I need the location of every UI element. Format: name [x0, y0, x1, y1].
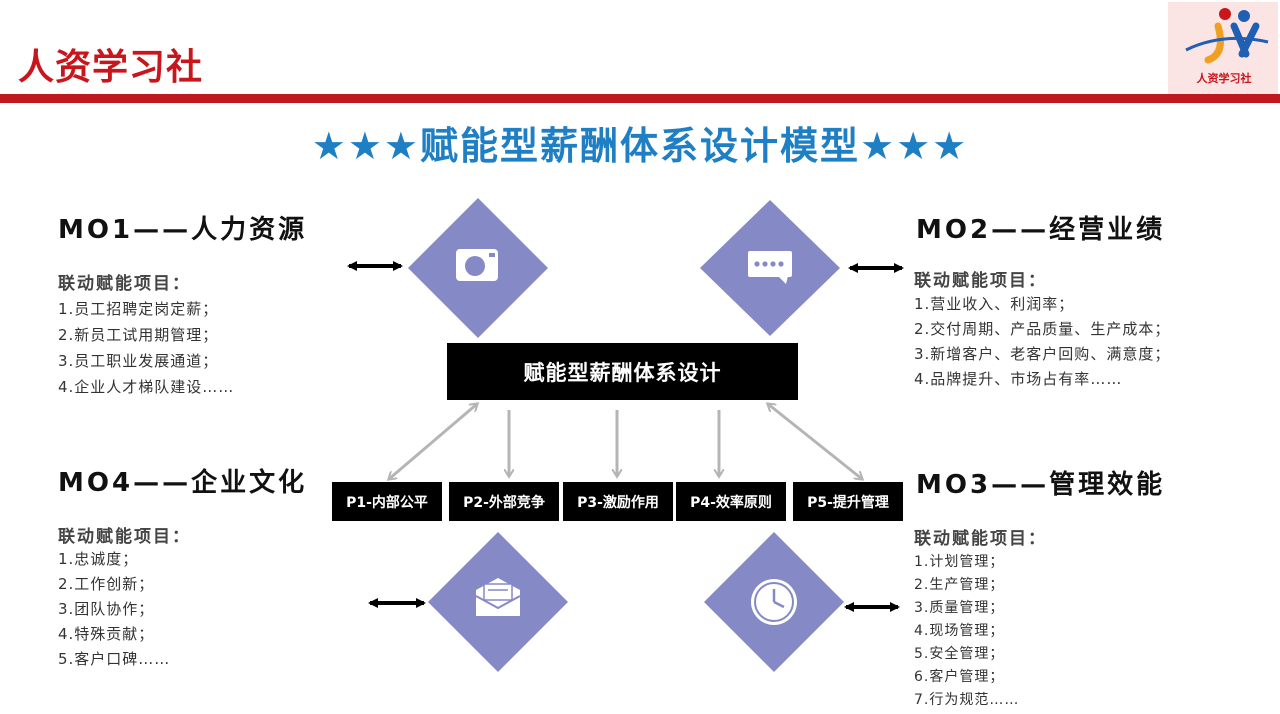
clock-icon: [751, 579, 797, 625]
diamond-mo4: [428, 532, 568, 672]
header-bar: [0, 0, 1280, 96]
chat-icon: [748, 251, 792, 284]
principle-p3: P3-激励作用: [563, 482, 673, 521]
diamond-mo1: [408, 198, 548, 338]
principle-p4: P4-效率原则: [676, 482, 786, 521]
mo3-title: MO3——管理效能: [916, 470, 1166, 500]
logo: [1168, 2, 1278, 94]
mo1-title: MO1——人力资源: [58, 215, 308, 245]
brand-title: 人资学习社: [18, 47, 204, 88]
mo3-item: 4.现场管理；: [914, 623, 1005, 639]
diamond-mo3: [704, 532, 844, 672]
mo4-title: MO4——企业文化: [58, 468, 308, 498]
mo3-item: 3.质量管理；: [914, 600, 1005, 616]
mo4-subhead: 联动赋能项目：: [58, 527, 191, 547]
mo3-item: 7.行为规范……: [914, 692, 1020, 708]
mo2-item: 4.品牌提升、市场占有率……: [914, 370, 1123, 388]
page-title: ★★★赋能型薪酬体系设计模型★★★: [311, 124, 969, 168]
header-divider: [0, 94, 1280, 103]
principle-p1: P1-内部公平: [332, 482, 442, 521]
diamond-mo2: [700, 200, 840, 336]
mo4-item: 3.团队协作；: [58, 600, 155, 618]
mo2-item: 1.营业收入、利润率；: [914, 295, 1075, 313]
logo-text: 人资学习社: [1196, 72, 1252, 85]
mo1-subhead: 联动赋能项目：: [58, 274, 191, 294]
mo3-item: 2.生产管理；: [914, 577, 1005, 593]
logo-mark-icon: [1185, 8, 1269, 64]
center-box: 赋能型薪酬体系设计: [447, 343, 798, 400]
mo3-item: 6.客户管理；: [914, 669, 1005, 685]
mo4-item: 4.特殊贡献；: [58, 625, 155, 643]
mo1-item: 2.新员工试用期管理；: [58, 326, 219, 344]
mo2-item: 3.新增客户、老客户回购、满意度；: [914, 345, 1171, 363]
mo2-subhead: 联动赋能项目：: [914, 271, 1047, 291]
mail-icon: [475, 578, 521, 616]
mo4-item: 1.忠诚度；: [58, 550, 139, 568]
mo1-item: 1.员工招聘定岗定薪；: [58, 300, 219, 318]
arrow-p1: [389, 404, 477, 479]
mo1-item: 3.员工职业发展通道；: [58, 352, 219, 370]
principle-p2: P2-外部竞争: [449, 482, 559, 521]
mo3-subhead: 联动赋能项目：: [914, 529, 1047, 549]
mo4-item: 2.工作创新；: [58, 575, 155, 593]
principle-p5: P5-提升管理: [793, 482, 903, 521]
mo2-item: 2.交付周期、产品质量、生产成本；: [914, 320, 1171, 338]
arrow-p5: [768, 404, 862, 479]
camera-icon: [456, 249, 498, 281]
mo1-item: 4.企业人才梯队建设……: [58, 378, 235, 396]
mo4-item: 5.客户口碑……: [58, 650, 171, 668]
mo3-item: 1.计划管理；: [914, 554, 1005, 570]
mo2-title: MO2——经营业绩: [916, 215, 1166, 245]
mo3-item: 5.安全管理；: [914, 646, 1005, 662]
